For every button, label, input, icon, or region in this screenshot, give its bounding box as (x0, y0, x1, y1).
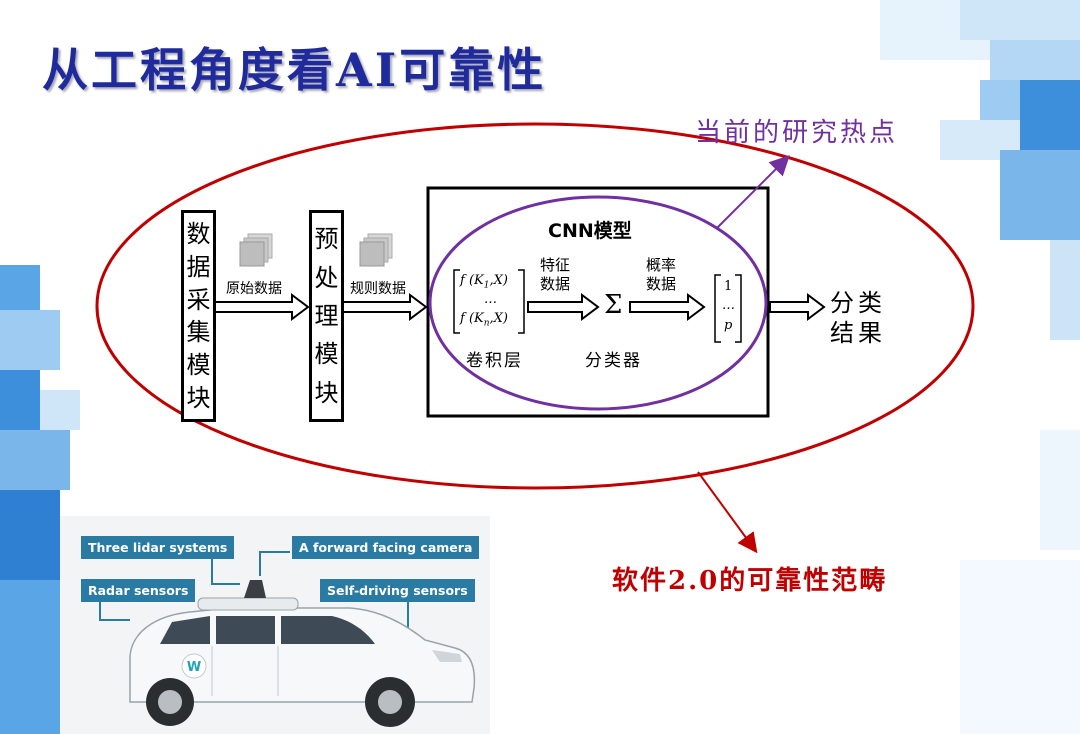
software-scope-callout: 软件2.0的可靠性范畴 (612, 566, 888, 596)
research-hotspot-callout: 当前的研究热点 (695, 118, 899, 148)
red-pointer-arrow (697, 471, 758, 554)
preprocess-char: 处 (314, 263, 339, 292)
cnn-model-title: CNN模型 (548, 220, 632, 242)
regular-data-label: 规则数据 (350, 281, 406, 297)
flow-arrow-prob (629, 293, 706, 321)
camera-tag: A forward facing camera (292, 536, 480, 559)
radar-tag: Radar sensors (81, 579, 196, 602)
classifier-label: 分类器 (585, 351, 642, 371)
waymo-logo: W (187, 660, 201, 675)
conv-matrix-brackets (453, 269, 525, 334)
collection-char: 集 (186, 318, 211, 347)
preprocess-module: 预 处 理 模 块 (309, 210, 344, 422)
matrix-bottom-entry: f (Kn,X) (460, 311, 508, 329)
sigma-symbol: Σ (604, 290, 623, 320)
matrix-top-entry: f (K1,X) (460, 273, 508, 291)
raw-data-label: 原始数据 (226, 281, 282, 297)
flow-arrow-regular (339, 293, 428, 321)
collection-char: 模 (186, 351, 211, 380)
output-bottom: p (724, 318, 733, 333)
car-illustration: W (99, 551, 476, 727)
inner-ellipse (428, 195, 768, 411)
page-title: 从工程角度看AI可靠性 (42, 43, 547, 97)
output-dots: … (722, 298, 735, 313)
collection-char: 据 (186, 252, 211, 281)
preprocess-char: 模 (314, 340, 339, 369)
output-vector-brackets (714, 274, 742, 343)
collection-char: 采 (186, 285, 211, 314)
self-driving-car-image: Three lidar systems A forward facing cam… (60, 516, 490, 734)
feature-data-label: 特征数据 (540, 256, 571, 293)
classification-result-label: 分类结果 (830, 289, 886, 347)
collection-char: 数 (186, 219, 211, 248)
preprocess-char: 块 (314, 378, 339, 407)
lidar-tag: Three lidar systems (81, 536, 235, 559)
outer-ellipse (95, 122, 975, 490)
output-top: 1 (724, 279, 733, 294)
flow-arrow-raw (211, 293, 310, 321)
selfdriving-tag: Self-driving sensors (320, 579, 475, 602)
matrix-dots: … (484, 292, 497, 307)
prob-data-label: 概率数据 (646, 256, 677, 293)
collection-char: 块 (186, 384, 211, 413)
regular-data-icon (359, 233, 393, 267)
preprocess-char: 理 (314, 301, 339, 330)
flow-arrow-feature (527, 293, 600, 321)
raw-data-icon (239, 233, 273, 267)
conv-layer-label: 卷积层 (466, 351, 523, 371)
data-collection-module: 数 据 采 集 模 块 (181, 210, 216, 422)
preprocess-char: 预 (314, 225, 339, 254)
purple-pointer-arrow (716, 155, 790, 229)
flow-arrow-result (769, 293, 826, 321)
